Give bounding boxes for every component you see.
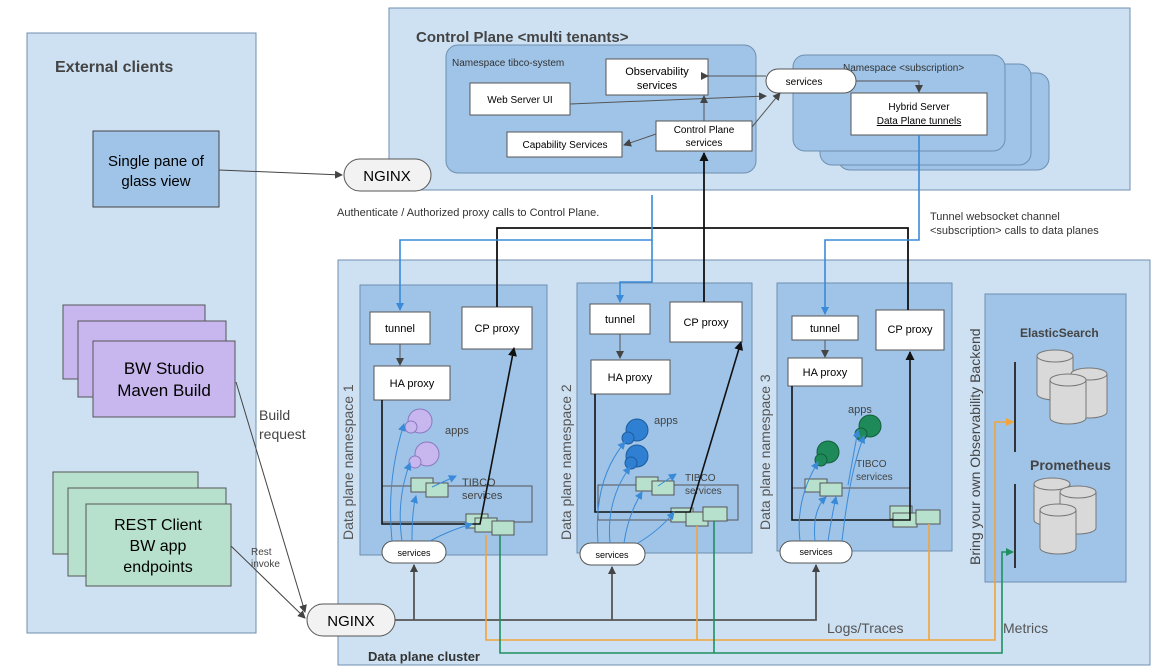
- tunnel-2[interactable]: [589, 303, 651, 335]
- cp-services-line2: services: [686, 138, 723, 149]
- apps-2-label: apps: [654, 415, 678, 427]
- rest-client-line1: REST Client: [114, 517, 202, 534]
- bw-studio-line1: BW Studio: [124, 359, 204, 378]
- dp-namespace-3: Data plane namespace 3 tunnel CP proxy H…: [757, 282, 953, 564]
- rest-invoke-line1: Rest: [251, 547, 272, 558]
- tibco-1-line2: services: [462, 490, 503, 502]
- rest-client-line3: endpoints: [123, 559, 192, 576]
- services-pill-3-label: services: [799, 547, 833, 557]
- ha-proxy-1[interactable]: [373, 365, 451, 401]
- capability-services-label: Capability Services: [522, 140, 607, 151]
- tibco-3-line2: services: [856, 472, 893, 483]
- dp-namespace-3-label: Data plane namespace 3: [757, 374, 773, 530]
- cp-proxy-2-label: CP proxy: [683, 317, 729, 329]
- observability-backend-label: Bring your own Observability Backend: [967, 328, 983, 565]
- tibco-2-line2: services: [685, 486, 722, 497]
- tunnel-1-label: tunnel: [385, 323, 415, 335]
- control-plane-panel: Control Plane <multi tenants> Namespace …: [388, 7, 1131, 191]
- observability-line2: services: [637, 80, 678, 92]
- ha-proxy-3[interactable]: [787, 357, 863, 387]
- capability-services-box[interactable]: [506, 131, 623, 158]
- app-icon-2b-small: [624, 456, 638, 470]
- tunnel-note-line2: <subscription> calls to data planes: [930, 225, 1099, 237]
- rest-client-line2: BW app: [130, 538, 187, 555]
- tunnel-note-line1: Tunnel websocket channel: [930, 211, 1060, 223]
- ha-proxy-3-label: HA proxy: [803, 367, 848, 379]
- nginx-top[interactable]: [343, 158, 432, 192]
- cp-proxy-1-label: CP proxy: [474, 323, 520, 335]
- dp-namespace-1-label: Data plane namespace 1: [340, 384, 356, 540]
- cp-proxy-3[interactable]: [875, 309, 945, 351]
- data-plane-cluster-label: Data plane cluster: [368, 649, 480, 664]
- control-plane-title: Control Plane <multi tenants>: [416, 29, 629, 46]
- bw-studio-box[interactable]: [92, 340, 236, 418]
- tunnel-1[interactable]: [369, 311, 431, 345]
- cp-proxy-1[interactable]: [461, 306, 533, 350]
- cp-proxy-2[interactable]: [669, 301, 743, 343]
- app-icon-1b-small: [408, 455, 422, 469]
- build-request-line1: Build: [259, 407, 290, 423]
- metrics-label: Metrics: [1003, 620, 1048, 636]
- apps-3-label: apps: [848, 404, 872, 416]
- dp-tunnels-label: Data Plane tunnels: [877, 116, 962, 127]
- logs-traces-label: Logs/Traces: [827, 620, 904, 636]
- app-icon-2a-small: [621, 431, 635, 445]
- ha-proxy-1-label: HA proxy: [390, 378, 435, 390]
- prometheus-label: Prometheus: [1030, 457, 1111, 473]
- single-pane-box[interactable]: [92, 130, 220, 208]
- web-server-ui-label: Web Server UI: [487, 95, 552, 106]
- build-request-line2: request: [259, 426, 306, 442]
- cp-services-line1: Control Plane: [674, 125, 735, 136]
- nginx-top-label: NGINX: [363, 168, 411, 185]
- single-pane-line1: Single pane of: [108, 153, 205, 170]
- namespace-subscription-label: Namespace <subscription>: [843, 63, 964, 74]
- tunnel-2-label: tunnel: [605, 314, 635, 326]
- dp-namespace-1: Data plane namespace 1 tunnel CP proxy H…: [340, 284, 548, 564]
- apps-1-label: apps: [445, 425, 469, 437]
- services-pill-3[interactable]: [779, 540, 853, 564]
- services-pill-1-label: services: [397, 548, 431, 558]
- elasticsearch-label: ElasticSearch: [1020, 326, 1099, 340]
- ha-proxy-2[interactable]: [590, 359, 671, 395]
- rest-invoke-line2: invoke: [251, 559, 280, 570]
- services-pill-cp-label: services: [786, 77, 823, 88]
- elasticsearch-db-icons: [1036, 349, 1108, 425]
- auth-note: Authenticate / Authorized proxy calls to…: [337, 207, 599, 219]
- ha-proxy-2-label: HA proxy: [608, 372, 653, 384]
- web-server-ui-box[interactable]: [469, 82, 571, 116]
- tunnel-3-label: tunnel: [810, 323, 840, 335]
- observability-services-box[interactable]: [605, 58, 709, 96]
- prometheus-db-icons: [1033, 477, 1097, 555]
- bw-studio-line2: Maven Build: [117, 381, 211, 400]
- rest-client-box[interactable]: [85, 503, 232, 587]
- external-clients-title: External clients: [55, 59, 173, 76]
- observability-line1: Observability: [625, 66, 689, 78]
- hybrid-server-box[interactable]: [850, 92, 988, 136]
- tibco-3-line1: TIBCO: [856, 459, 887, 470]
- cp-proxy-3-label: CP proxy: [887, 324, 933, 336]
- hybrid-server-label: Hybrid Server: [888, 102, 950, 113]
- external-clients-panel: External clients Single pane of glass vi…: [26, 32, 257, 634]
- namespace-tibco-label: Namespace tibco-system: [452, 58, 564, 69]
- single-pane-line2: glass view: [121, 173, 190, 190]
- services-pill-1[interactable]: [381, 540, 447, 564]
- services-pill-2[interactable]: [579, 542, 646, 566]
- cp-services-box[interactable]: [655, 120, 753, 152]
- app-icon-1a-small: [404, 420, 418, 434]
- services-pill-2-label: services: [595, 550, 629, 560]
- nginx-bottom-label: NGINX: [327, 613, 375, 630]
- tibco-1-line1: TIBCO: [462, 477, 496, 489]
- dp-namespace-2: Data plane namespace 2 tunnel CP proxy H…: [558, 282, 753, 566]
- dp-namespace-2-label: Data plane namespace 2: [558, 384, 574, 540]
